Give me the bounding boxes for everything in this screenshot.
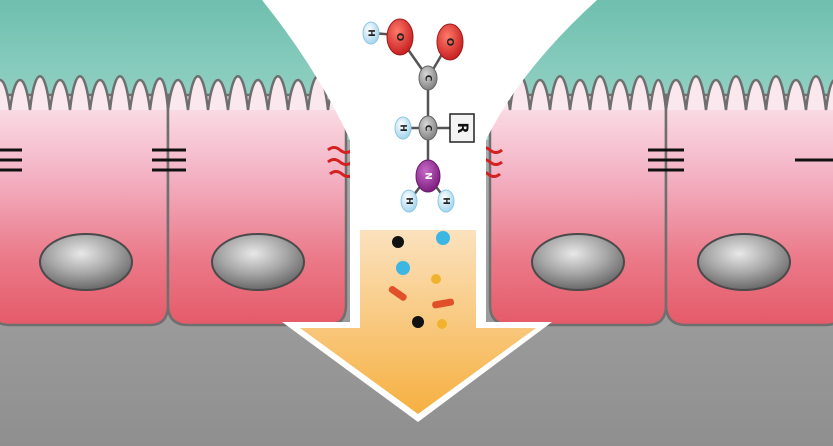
nucleus-4 [697, 233, 791, 291]
absorbed-particles [388, 231, 455, 329]
atom-amine-hydrogen-left [400, 189, 418, 213]
atom-alpha-carbon [418, 115, 438, 141]
atom-carboxyl-carbon [418, 65, 438, 91]
atom-label-alpha-carbon: C [423, 125, 433, 132]
particle-blue-1 [436, 231, 450, 245]
atom-amine-hydrogen-right [437, 189, 455, 213]
particle-yellow-2 [437, 319, 447, 329]
particle-orange-rod-1 [388, 285, 407, 301]
particle-yellow-1 [431, 274, 441, 284]
atom-label-hydroxyl-hydrogen: H [366, 29, 376, 37]
tight-junction-left-edge [0, 148, 22, 172]
atom-amine-nitrogen [415, 159, 441, 193]
nucleus-1 [39, 233, 133, 291]
amino-acid-molecule: H O O C H C R N H H [362, 18, 475, 213]
side-chain-box [449, 113, 475, 143]
atom-hydroxyl-oxygen [386, 18, 414, 56]
nucleus-2 [211, 233, 305, 291]
atom-label-amine-hydrogen-right: H [441, 197, 451, 205]
atom-label-amine-hydrogen-left: H [404, 197, 414, 205]
atom-label-carboxyl-carbon: C [423, 75, 433, 82]
tight-junction-cell-1-2 [152, 148, 186, 172]
atom-label-amine-nitrogen: N [423, 172, 433, 180]
tight-junction-cell-3-4 [648, 148, 684, 172]
atom-carbonyl-oxygen [436, 23, 464, 61]
atom-label-alpha-hydrogen: H [398, 124, 408, 132]
particle-black-1 [392, 236, 404, 248]
particle-orange-rod-2 [432, 298, 455, 309]
particle-blue-2 [396, 261, 410, 275]
atom-hydroxyl-hydrogen [362, 21, 380, 45]
atom-alpha-hydrogen [394, 116, 412, 140]
side-chain-label: R [454, 123, 470, 134]
atom-label-carbonyl-oxygen: O [444, 38, 455, 47]
nucleus-3 [531, 233, 625, 291]
particle-black-2 [412, 316, 424, 328]
atom-label-hydroxyl-oxygen: O [394, 33, 405, 42]
